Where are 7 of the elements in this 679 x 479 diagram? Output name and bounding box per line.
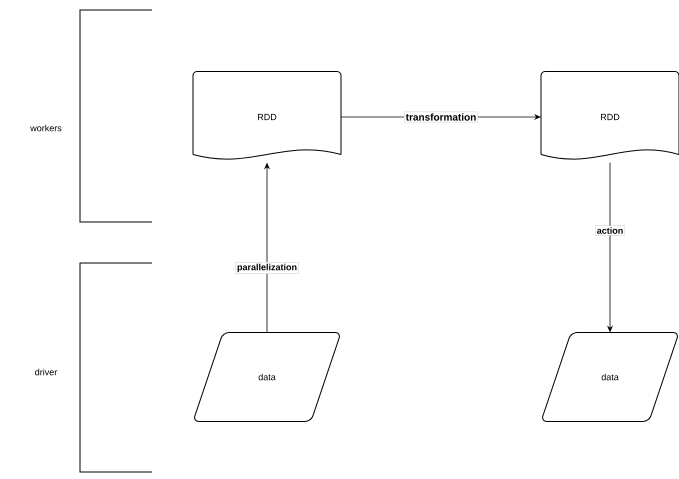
edge-label: action [595,225,625,236]
side-label: driver [35,368,58,376]
edge-label: transformation [404,112,478,122]
data-parallelogram: data [602,374,619,380]
edge-label: parallelization [235,262,299,274]
side-label: workers [30,124,62,132]
data-parallelogram: data [258,374,276,380]
